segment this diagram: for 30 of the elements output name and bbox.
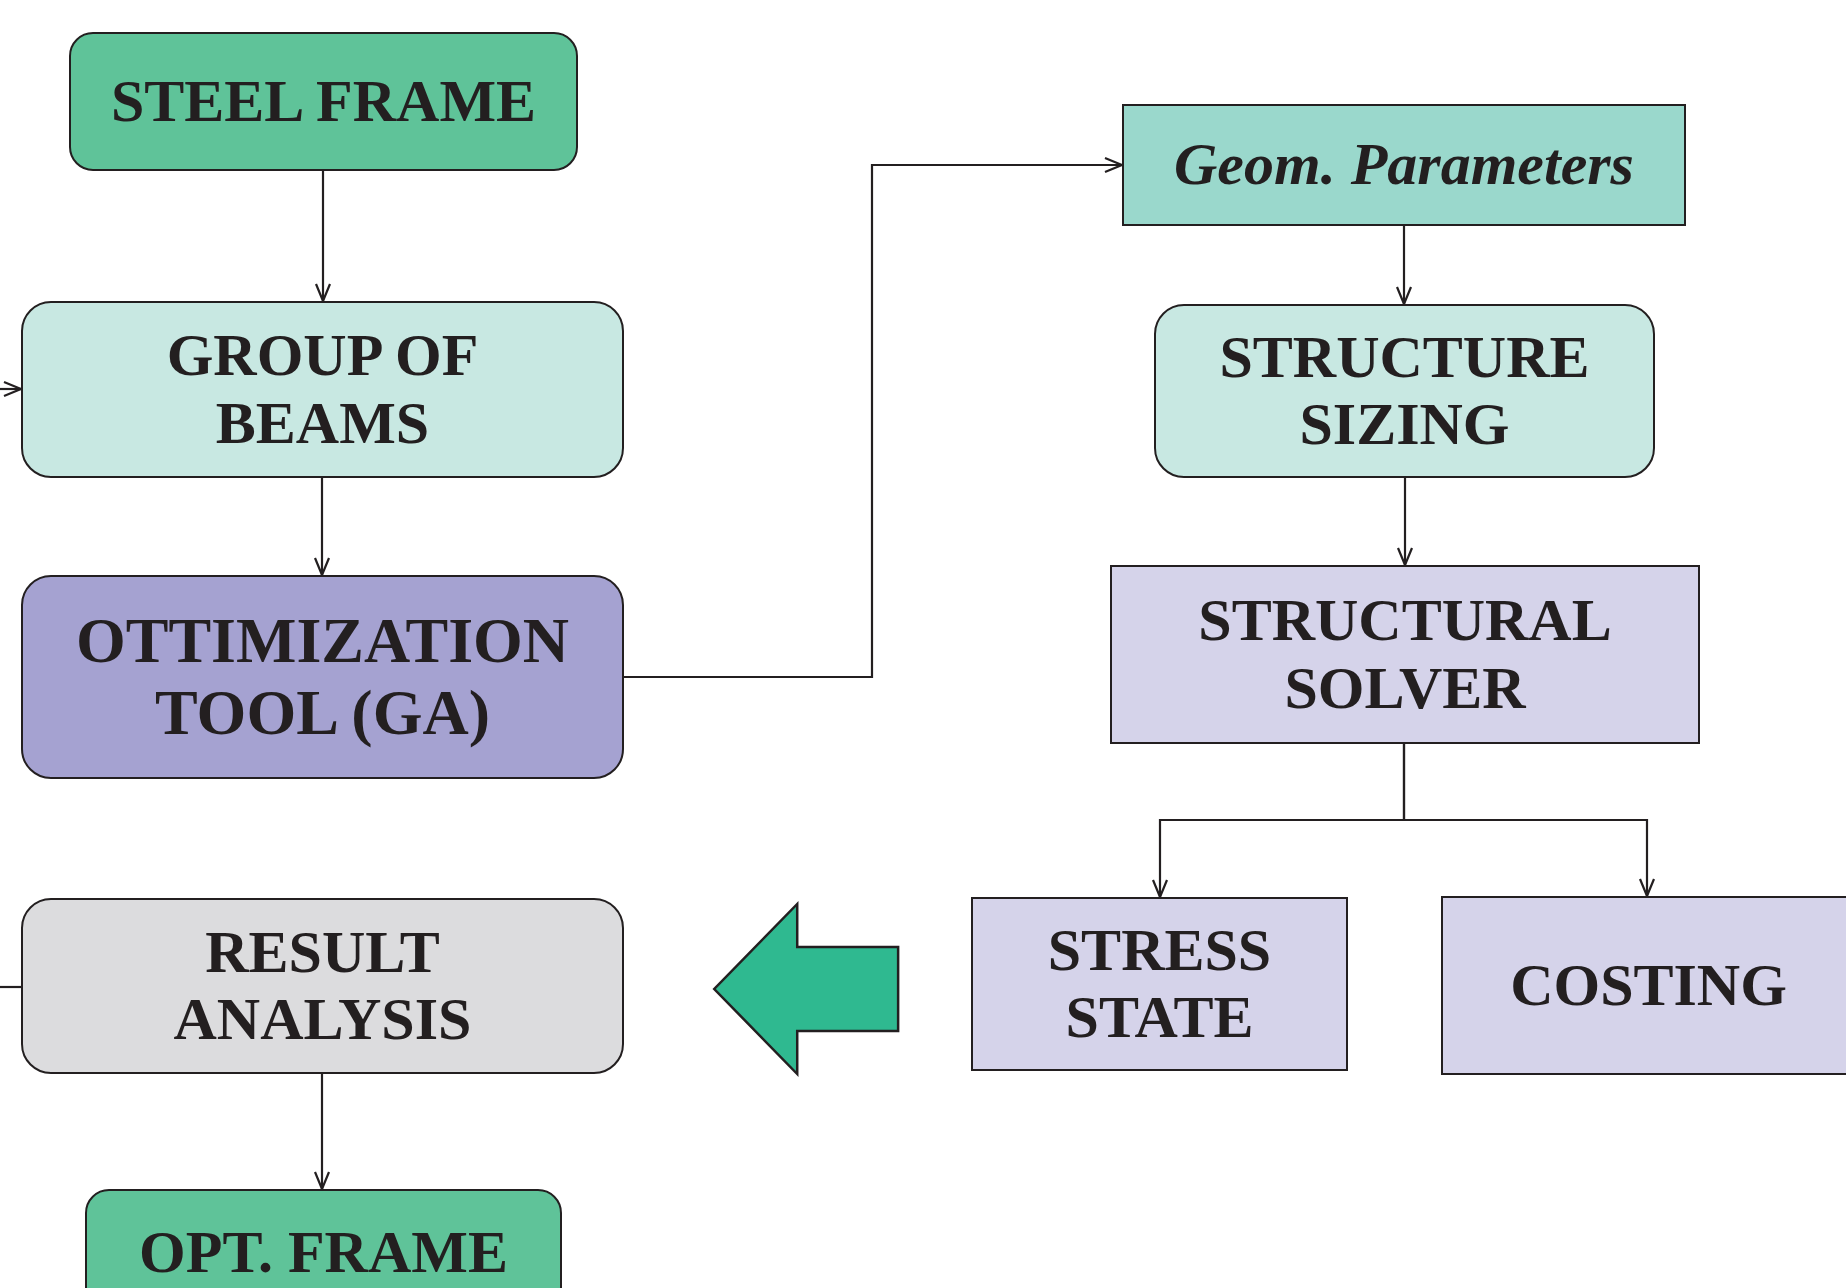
rounded-process-box	[85, 1189, 562, 1288]
arrow	[313, 478, 331, 577]
node-label: COSTING	[1510, 951, 1787, 1020]
rounded-process-box	[69, 32, 578, 171]
node-label: GROUP OF BEAMS	[165, 322, 480, 457]
arrow	[1402, 744, 1656, 898]
arrow	[1395, 226, 1413, 306]
node-label: RESULT ANALYSIS	[172, 918, 473, 1054]
arrow	[624, 156, 1124, 679]
connector-line	[0, 985, 21, 989]
process-box	[971, 897, 1348, 1071]
node-label: STRESS STATE	[1046, 916, 1273, 1052]
process-box	[1122, 104, 1686, 226]
arrow	[1396, 478, 1414, 567]
node-label: STRUCTURE SIZING	[1218, 323, 1591, 459]
node-label: OPT. FRAME	[139, 1219, 508, 1287]
rounded-process-box	[21, 301, 624, 478]
rounded-process-box	[21, 898, 624, 1074]
node-label: Geom. Parameters	[1174, 131, 1634, 199]
process-box	[1441, 896, 1846, 1075]
node-label: STRUCTURAL SOLVER	[1197, 587, 1613, 722]
node-label: STEEL FRAME	[110, 67, 537, 136]
arrow	[0, 380, 23, 398]
arrow	[313, 1074, 331, 1191]
block-arrow	[712, 900, 900, 1078]
rounded-process-box	[1154, 304, 1655, 478]
node-label: OTTIMIZATION TOOL (GA)	[74, 605, 571, 749]
arrow	[314, 171, 332, 303]
rounded-process-box	[21, 575, 624, 779]
process-box	[1110, 565, 1700, 744]
